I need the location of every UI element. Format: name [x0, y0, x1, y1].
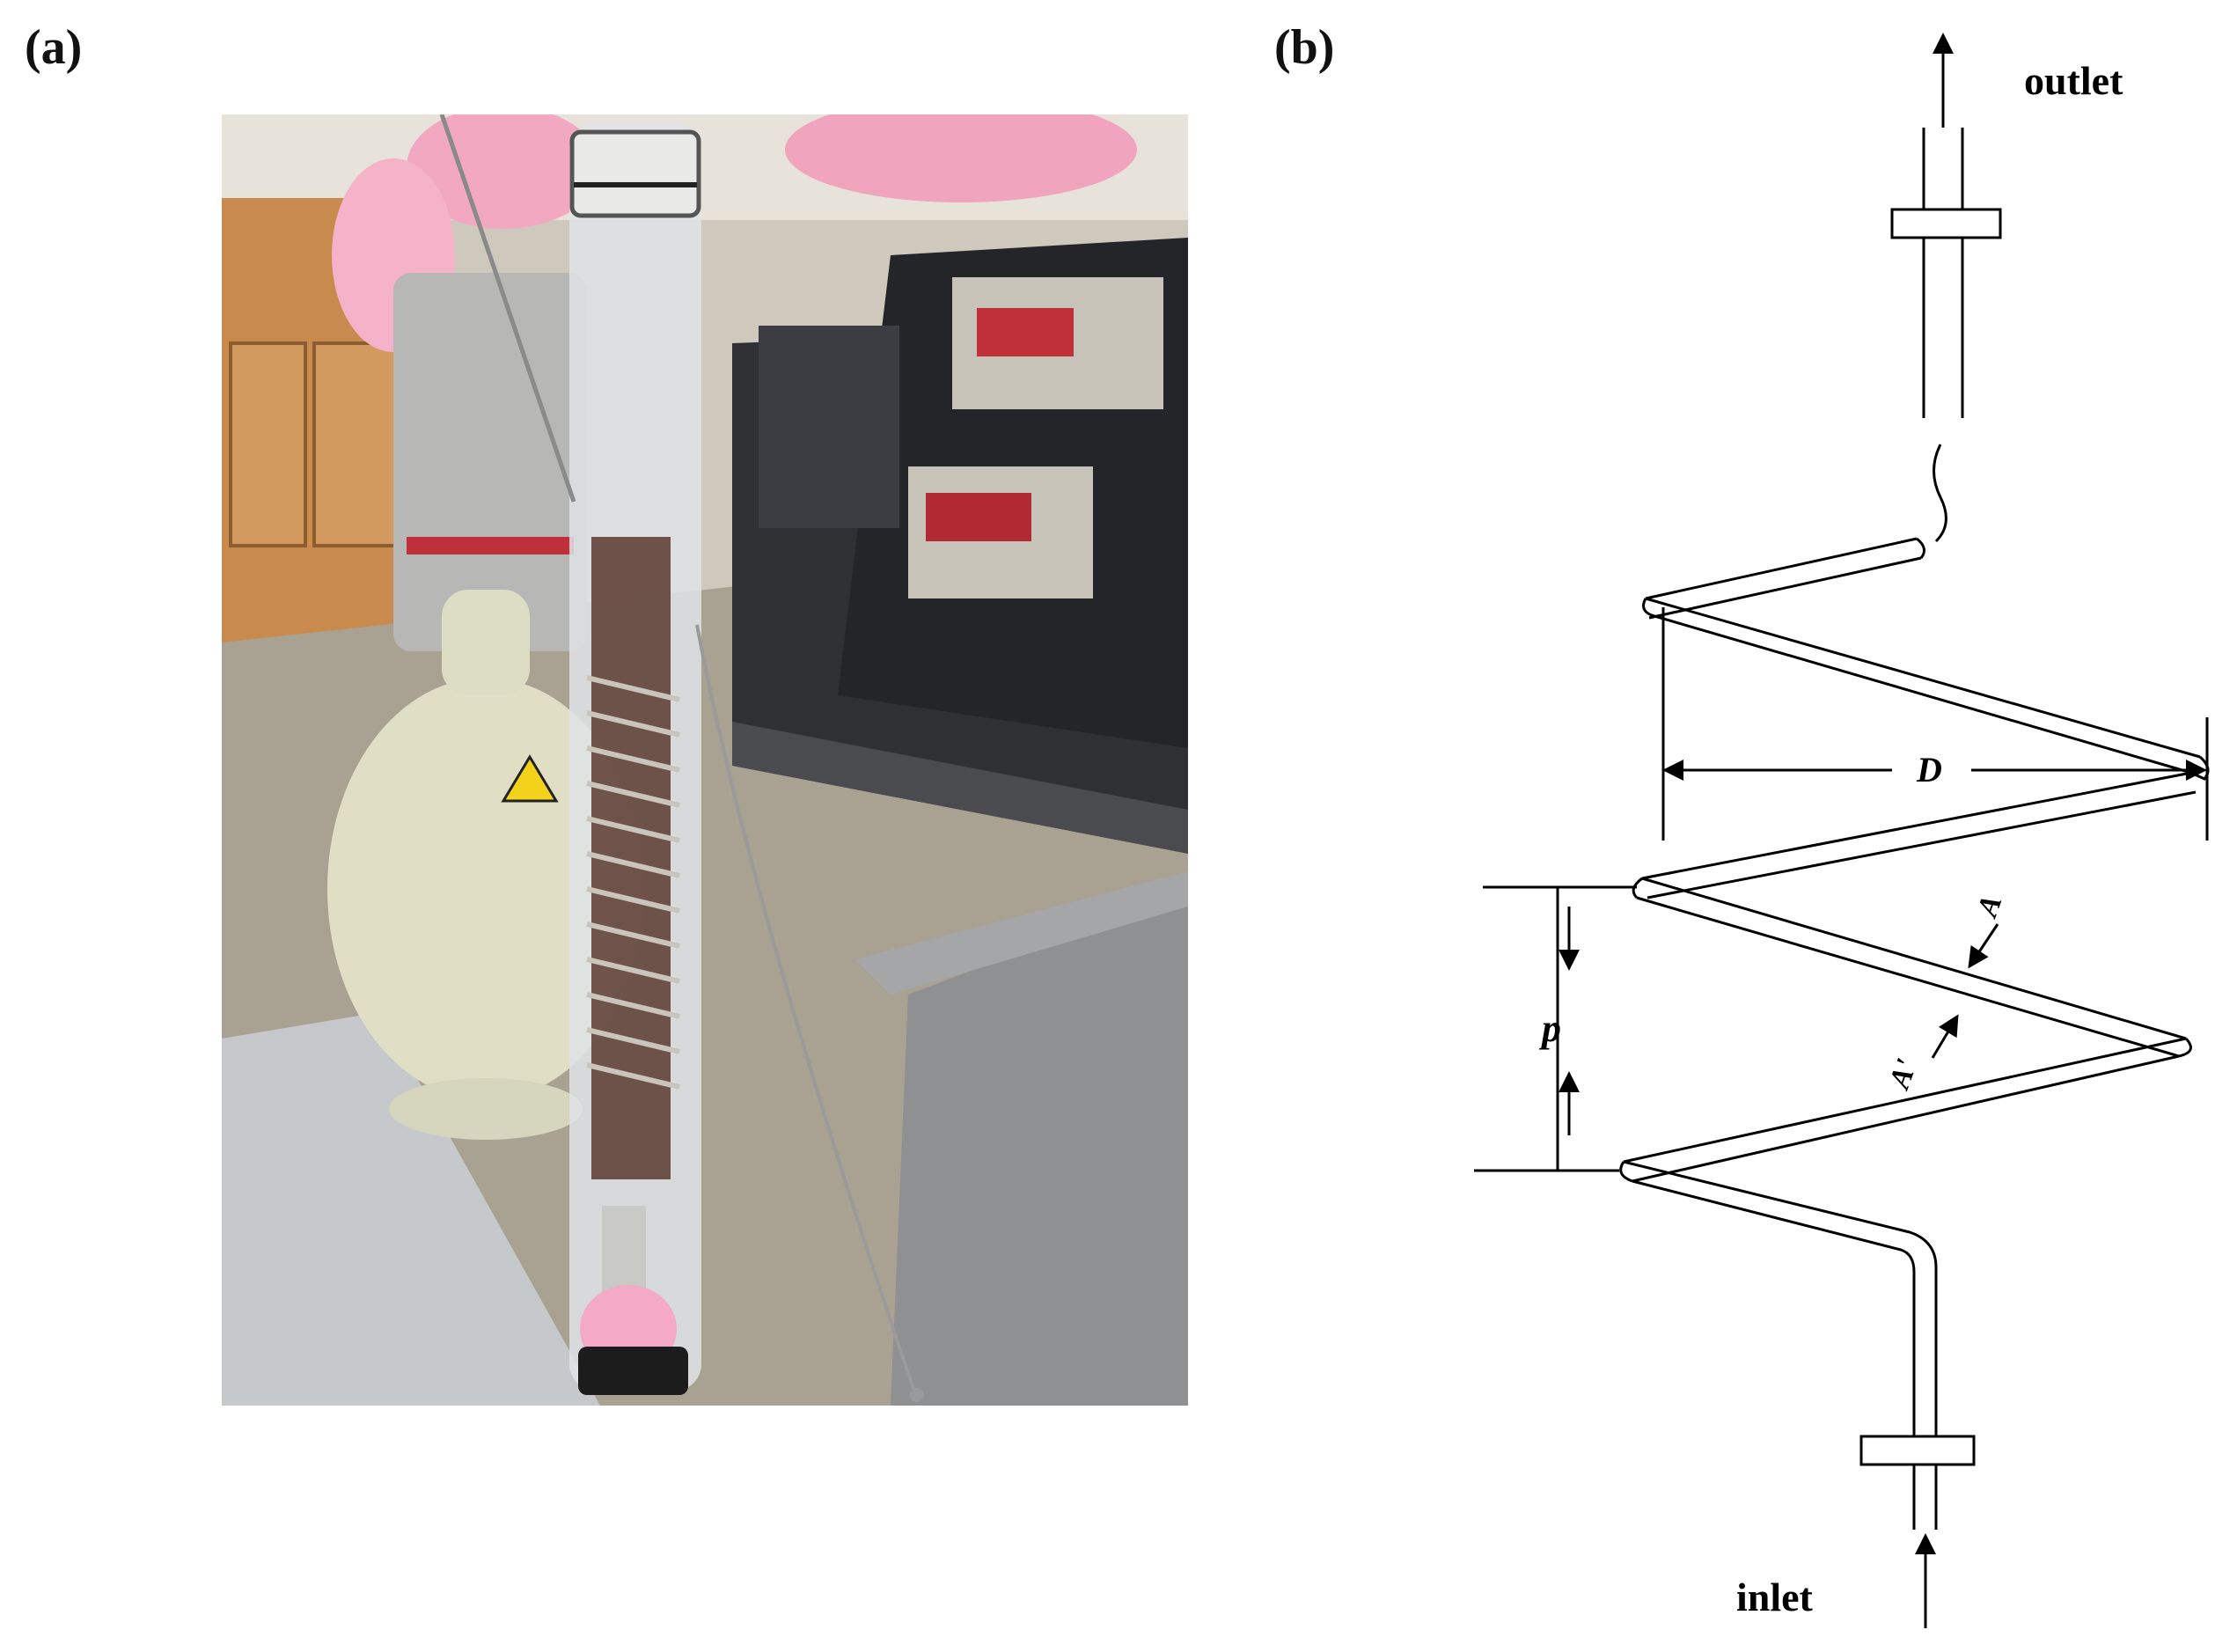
- A-prime-label: A': [1882, 1055, 1923, 1095]
- floor-plate: [222, 1012, 600, 1406]
- A-prime-arrow: [1931, 1014, 1959, 1059]
- helical-coil-schematic: outlet inlet D p A A': [1474, 33, 2210, 1628]
- outlet-flange: [1890, 208, 2002, 239]
- coil-segment-bottom: [1619, 1160, 1938, 1496]
- experimental-rig-photo: [222, 114, 1188, 1406]
- D-label: D: [1916, 750, 1942, 789]
- warning-sign: [501, 754, 559, 803]
- coil-segment-4: [1623, 1037, 2187, 1183]
- helical-coil: [586, 675, 680, 1090]
- outlet-label: outlet: [2024, 58, 2123, 103]
- steel-dewar: [393, 273, 587, 651]
- pink-foam-left: [407, 114, 600, 229]
- coil-segment-2: [1641, 771, 2197, 899]
- A-arrow: [1968, 923, 1999, 969]
- grey-box: [891, 889, 1188, 1406]
- coil-segment-1: [1642, 597, 2210, 781]
- tube-base: [578, 1347, 688, 1395]
- inlet-flange: [1859, 1435, 1976, 1466]
- coil-segment-top: [1645, 537, 1926, 620]
- break-symbol: [1933, 444, 1947, 543]
- coil-segment-3: [1632, 877, 2192, 1058]
- support-cable: [439, 114, 576, 503]
- inlet-label: inlet: [1736, 1575, 1814, 1619]
- tube-top-flange: [569, 129, 701, 218]
- thermocouple-cable: [695, 624, 919, 1400]
- p-label: p: [1538, 1007, 1561, 1050]
- panel-a-label: (a): [25, 20, 83, 75]
- nitrogen-vessel: [327, 678, 644, 1100]
- monitor: [759, 326, 899, 528]
- pink-foam-right: [785, 114, 1137, 202]
- panel-b-label: (b): [1274, 20, 1335, 75]
- A-label: A: [1970, 891, 2008, 922]
